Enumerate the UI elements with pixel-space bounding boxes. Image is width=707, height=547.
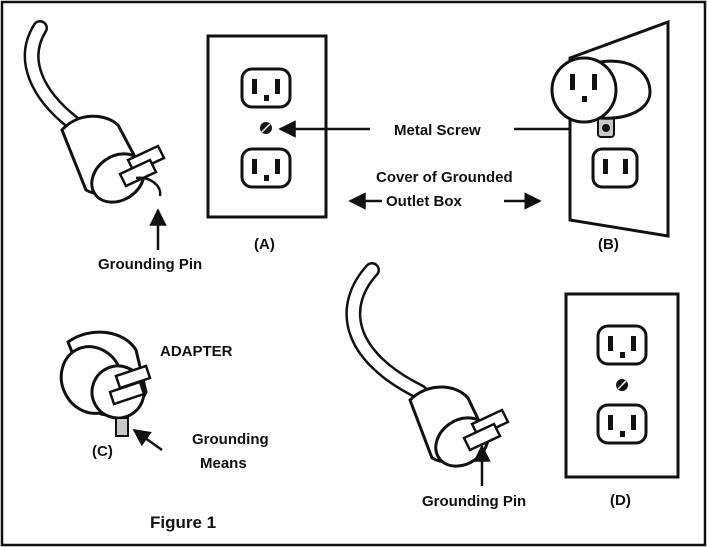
outlet-a — [206, 34, 328, 219]
grounding-means-arrow — [132, 428, 163, 452]
panel-d-label: (D) — [610, 492, 631, 509]
panel-c-label: (C) — [92, 443, 113, 460]
grounding-pin-label-top: Grounding Pin — [98, 256, 202, 273]
metal-screw-label: Metal Screw — [394, 122, 481, 139]
panel-a-label: (A) — [254, 236, 275, 253]
cover-label-line2: Outlet Box — [386, 193, 462, 210]
grounding-pin-label-bottom: Grounding Pin — [422, 493, 526, 510]
adapter-label: ADAPTER — [160, 343, 233, 360]
figure-caption: Figure 1 — [150, 513, 216, 532]
grounding-means-label-line2: Means — [200, 455, 247, 472]
grounding-means-label-line1: Grounding — [192, 431, 269, 448]
panel-b-label: (B) — [598, 236, 619, 253]
plug-top-left — [23, 20, 166, 204]
adapter-c — [59, 330, 152, 437]
outlet-d — [564, 292, 680, 479]
cover-label-line1: Cover of Grounded — [376, 169, 513, 186]
plug-bottom — [345, 262, 510, 468]
outlet-b — [550, 19, 670, 238]
